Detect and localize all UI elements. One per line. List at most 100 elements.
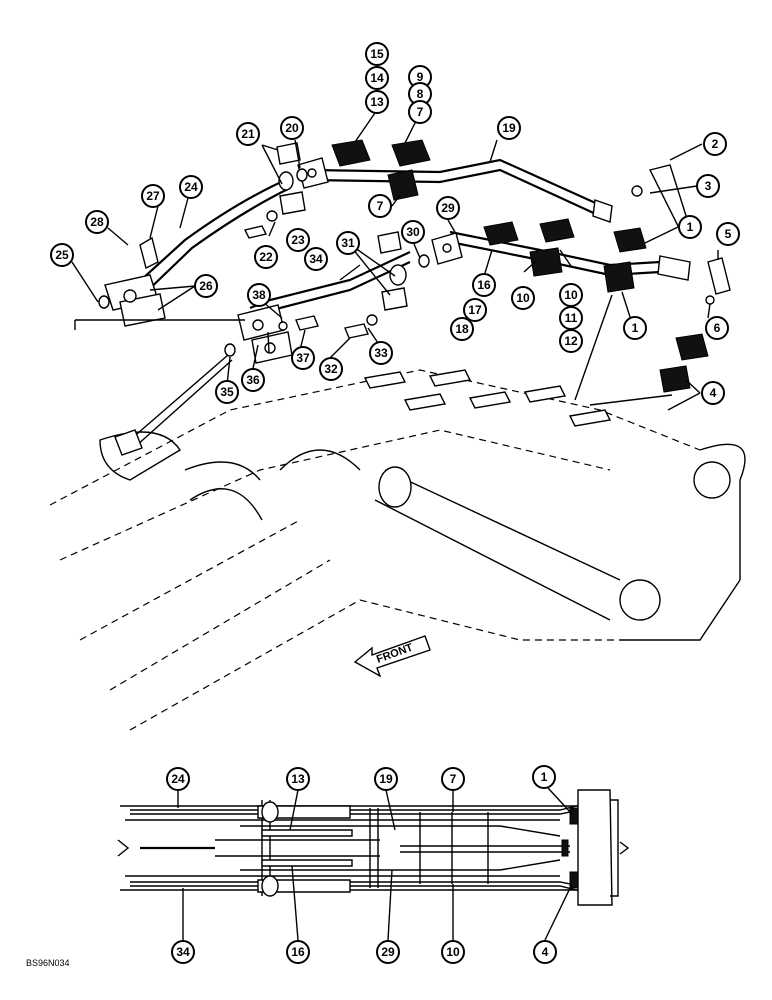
svg-text:24: 24 <box>171 772 185 786</box>
figure-code: BS96N034 <box>26 958 70 968</box>
svg-text:1: 1 <box>687 220 694 234</box>
clamp-half <box>387 169 419 201</box>
clamp-half <box>613 227 647 253</box>
hardware <box>98 142 731 364</box>
clamp-half <box>675 333 709 361</box>
svg-text:18: 18 <box>455 322 469 336</box>
callout-33: 33 <box>369 341 393 365</box>
svg-text:10: 10 <box>516 291 530 305</box>
front-direction-arrow: FRONT <box>353 635 431 678</box>
svg-text:34: 34 <box>309 252 323 266</box>
svg-text:19: 19 <box>502 121 516 135</box>
svg-text:26: 26 <box>199 279 213 293</box>
svg-text:3: 3 <box>705 179 712 193</box>
svg-text:7: 7 <box>450 772 457 786</box>
callout-5: 5 <box>716 222 740 246</box>
svg-text:21: 21 <box>241 127 255 141</box>
callout-25: 25 <box>50 243 74 267</box>
clamp-parts <box>331 139 709 393</box>
callout-38: 38 <box>247 283 271 307</box>
bottom-leader-lines <box>177 787 573 941</box>
boom-outline <box>49 369 746 731</box>
bottom-callout-10: 10 <box>441 940 465 964</box>
callout-11: 11 <box>559 306 583 330</box>
callout-26: 26 <box>194 274 218 298</box>
callout-16: 16 <box>472 273 496 297</box>
callout-24: 24 <box>179 175 203 199</box>
callout-14: 14 <box>365 66 389 90</box>
callout-20: 20 <box>280 116 304 140</box>
callout-22: 22 <box>254 245 278 269</box>
callout-15: 15 <box>365 42 389 66</box>
clamp-half <box>529 247 563 277</box>
svg-text:30: 30 <box>406 225 420 239</box>
svg-text:36: 36 <box>246 373 260 387</box>
callout-35: 35 <box>215 380 239 404</box>
svg-text:13: 13 <box>370 95 384 109</box>
callout-1b: 1 <box>623 316 647 340</box>
svg-text:9: 9 <box>417 70 424 84</box>
callout-13: 13 <box>365 90 389 114</box>
svg-text:6: 6 <box>714 321 721 335</box>
callout-6: 6 <box>705 316 729 340</box>
svg-text:19: 19 <box>379 772 393 786</box>
cylinder-pin <box>619 579 661 621</box>
clamp-half <box>603 261 635 293</box>
svg-text:8: 8 <box>417 87 424 101</box>
clamp-half <box>391 139 431 167</box>
svg-text:4: 4 <box>710 386 717 400</box>
svg-text:29: 29 <box>441 201 455 215</box>
callout-2: 2 <box>703 132 727 156</box>
svg-text:27: 27 <box>146 189 160 203</box>
svg-text:38: 38 <box>252 288 266 302</box>
svg-text:2: 2 <box>712 137 719 151</box>
svg-text:34: 34 <box>176 945 190 959</box>
callout-32: 32 <box>319 357 343 381</box>
svg-text:22: 22 <box>259 250 273 264</box>
callout-1: 1 <box>678 215 702 239</box>
svg-text:7: 7 <box>417 105 424 119</box>
svg-text:37: 37 <box>296 351 310 365</box>
svg-text:35: 35 <box>220 385 234 399</box>
svg-text:25: 25 <box>55 248 69 262</box>
callout-10: 10 <box>511 286 535 310</box>
callout-7: 7 <box>408 100 432 124</box>
svg-text:12: 12 <box>564 334 578 348</box>
callout-3: 3 <box>696 174 720 198</box>
svg-text:4: 4 <box>542 945 549 959</box>
upper-callouts: 15 14 13 9 8 7 19 2 3 1 5 6 1 4 20 21 24… <box>50 42 740 405</box>
svg-text:5: 5 <box>725 227 732 241</box>
clamp-half <box>331 139 371 167</box>
callout-30: 30 <box>401 220 425 244</box>
boom-clamp-plates <box>363 369 612 427</box>
callout-7b: 7 <box>368 194 392 218</box>
callout-10b: 10 <box>559 283 583 307</box>
callout-19: 19 <box>497 116 521 140</box>
svg-text:7: 7 <box>377 199 384 213</box>
bottom-callouts: 24 13 19 7 1 34 16 29 10 4 <box>166 765 557 964</box>
top-view-figure <box>117 789 630 906</box>
svg-text:17: 17 <box>468 303 482 317</box>
callout-12: 12 <box>559 329 583 353</box>
svg-text:23: 23 <box>291 233 305 247</box>
bottom-callout-29: 29 <box>376 940 400 964</box>
callout-23: 23 <box>286 228 310 252</box>
callout-21: 21 <box>236 122 260 146</box>
svg-text:1: 1 <box>632 321 639 335</box>
bottom-callout-1: 1 <box>532 765 556 789</box>
callout-37: 37 <box>291 346 315 370</box>
svg-text:13: 13 <box>291 772 305 786</box>
bottom-callout-7: 7 <box>441 767 465 791</box>
bottom-callout-16: 16 <box>286 940 310 964</box>
callout-36: 36 <box>241 368 265 392</box>
svg-text:14: 14 <box>370 71 384 85</box>
bottom-callout-13: 13 <box>286 767 310 791</box>
svg-text:33: 33 <box>374 346 388 360</box>
svg-text:11: 11 <box>565 311 578 325</box>
clamp-half <box>539 218 575 243</box>
cylinder-rod-end <box>378 466 412 508</box>
clamp-half <box>483 221 519 246</box>
svg-text:10: 10 <box>446 945 460 959</box>
bottom-callout-19: 19 <box>374 767 398 791</box>
